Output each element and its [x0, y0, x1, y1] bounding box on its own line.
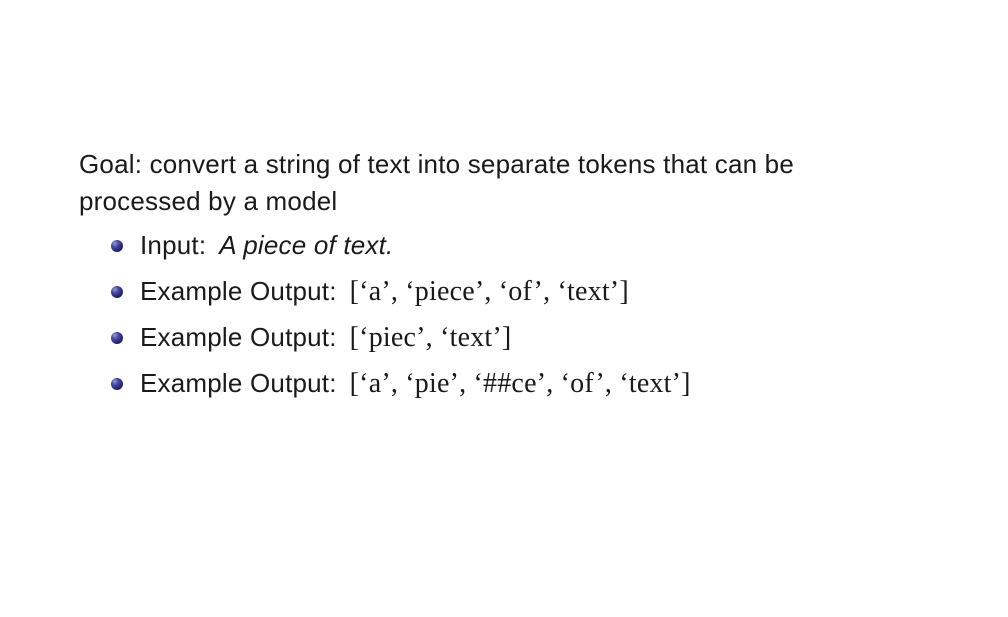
bullet-list: Input: A piece of text. Example Output: …	[111, 230, 691, 415]
slide-goal-paragraph: Goal: convert a string of text into sepa…	[79, 146, 899, 220]
ball-bullet-icon	[111, 377, 123, 390]
goal-line-2: processed by a model	[79, 186, 338, 216]
ball-bullet-icon	[111, 285, 123, 298]
list-item-input: Input: A piece of text.	[111, 230, 691, 260]
bullet-label: Example Output:	[140, 368, 337, 398]
bullet-content: [‘a’, ‘pie’, ‘##ce’, ‘of’, ‘text’]	[349, 367, 691, 399]
bullet-label: Input:	[140, 230, 207, 260]
bullet-label: Example Output:	[140, 276, 337, 306]
bullet-content: [‘a’, ‘piece’, ‘of’, ‘text’]	[349, 275, 629, 307]
bullet-content: [‘piec’, ‘text’]	[349, 321, 512, 353]
list-item-example-output-3: Example Output: [‘a’, ‘pie’, ‘##ce’, ‘of…	[111, 367, 691, 399]
bullet-content: A piece of text.	[219, 230, 394, 260]
list-item-example-output-1: Example Output: [‘a’, ‘piece’, ‘of’, ‘te…	[111, 275, 691, 307]
bullet-label: Example Output:	[140, 322, 337, 352]
list-item-example-output-2: Example Output: [‘piec’, ‘text’]	[111, 321, 691, 353]
ball-bullet-icon	[111, 331, 123, 344]
ball-bullet-icon	[111, 239, 123, 252]
goal-line-1: Goal: convert a string of text into sepa…	[79, 149, 795, 179]
